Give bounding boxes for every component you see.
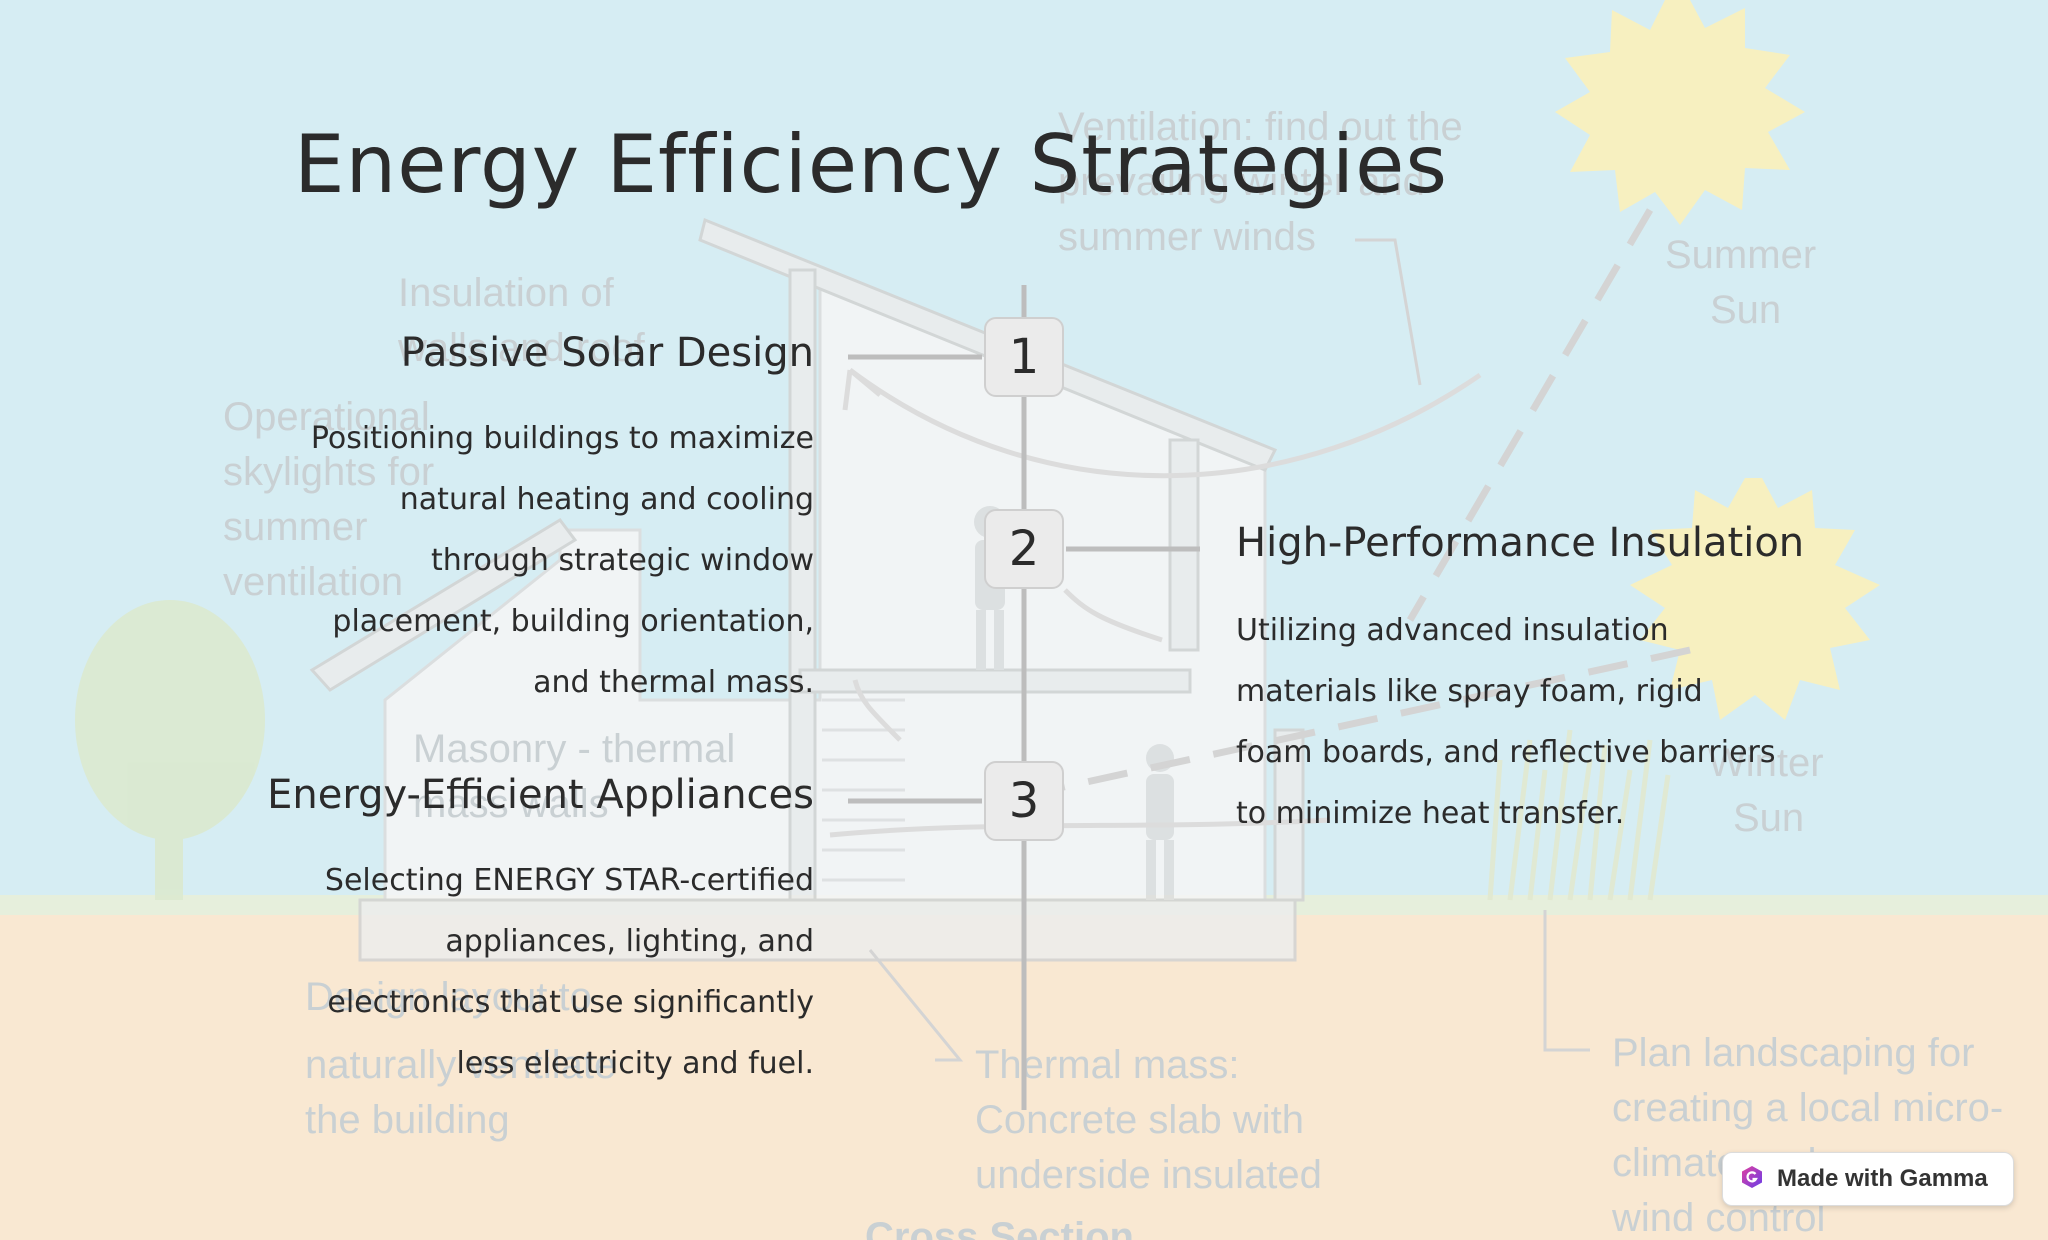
label-thermal-3: underside insulated	[975, 1153, 1322, 1197]
label-masonry-2: mass walls	[413, 782, 609, 826]
summer-sun-icon	[1555, 0, 1805, 225]
label-cross-section: Cross Section	[865, 1215, 1134, 1240]
label-skylights-1: Operational	[223, 395, 430, 439]
item-text-insulation: Utilizing advanced insulation materials …	[1236, 613, 1776, 831]
label-ventilation-1: Ventilation: find out the	[1058, 105, 1463, 149]
label-skylights-2: skylights for	[223, 450, 434, 494]
label-summer-sun-1: Summer	[1665, 233, 1816, 277]
label-design-1: Design layout to	[305, 975, 592, 1019]
tree-icon	[75, 600, 265, 900]
item-text-passive-solar: Positioning buildings to maximize natura…	[310, 421, 814, 700]
slide-title: Energy Efficiency Strategies	[294, 118, 1449, 211]
grass-icon	[1487, 729, 1671, 901]
label-insulation-2: walls and roof	[397, 326, 646, 370]
badge-label: Made with Gamma	[1777, 1165, 1988, 1192]
faded-diagram-labels: Ventilation: find out the prevailing win…	[223, 105, 2003, 1240]
item-heading-passive-solar: Passive Solar Design	[400, 330, 814, 376]
label-skylights-3: summer	[223, 505, 367, 549]
airflow-arrows	[829, 367, 1482, 838]
winter-sun-icon	[1630, 478, 1880, 720]
label-landscape-2: creating a local micro-	[1612, 1086, 2003, 1130]
label-winter-sun-2: Sun	[1733, 796, 1804, 840]
sun-ray-lines	[1049, 208, 1691, 794]
label-design-3: the building	[305, 1098, 510, 1142]
label-masonry-1: Masonry - thermal	[413, 727, 735, 771]
label-winter-sun-1: Winter	[1708, 741, 1824, 785]
label-ventilation-2: prevailing winter and	[1058, 160, 1425, 204]
made-with-gamma-badge[interactable]: Made with Gamma	[1722, 1152, 2014, 1206]
step-number-2: 2	[984, 509, 1064, 589]
label-ventilation-3: summer winds	[1058, 215, 1316, 259]
gamma-logo-icon	[1741, 1165, 1763, 1193]
label-skylights-4: ventilation	[223, 560, 403, 604]
label-insulation-1: Insulation of	[398, 271, 615, 315]
label-thermal-1: Thermal mass:	[975, 1043, 1240, 1087]
label-landscape-1: Plan landscaping for	[1612, 1031, 1974, 1075]
label-design-2: naturally ventilate	[305, 1043, 616, 1087]
step-number-3: 3	[984, 761, 1064, 841]
step-number-1: 1	[984, 317, 1064, 397]
label-thermal-2: Concrete slab with	[975, 1098, 1304, 1142]
timeline-lines	[848, 285, 1200, 1110]
item-heading-insulation: High-Performance Insulation	[1236, 520, 1805, 566]
item-text-appliances: Selecting ENERGY STAR-certified applianc…	[324, 863, 814, 1081]
label-summer-sun-2: Sun	[1710, 288, 1781, 332]
label-leaders	[868, 238, 1590, 1062]
item-heading-appliances: Energy-Efficient Appliances	[267, 772, 814, 818]
